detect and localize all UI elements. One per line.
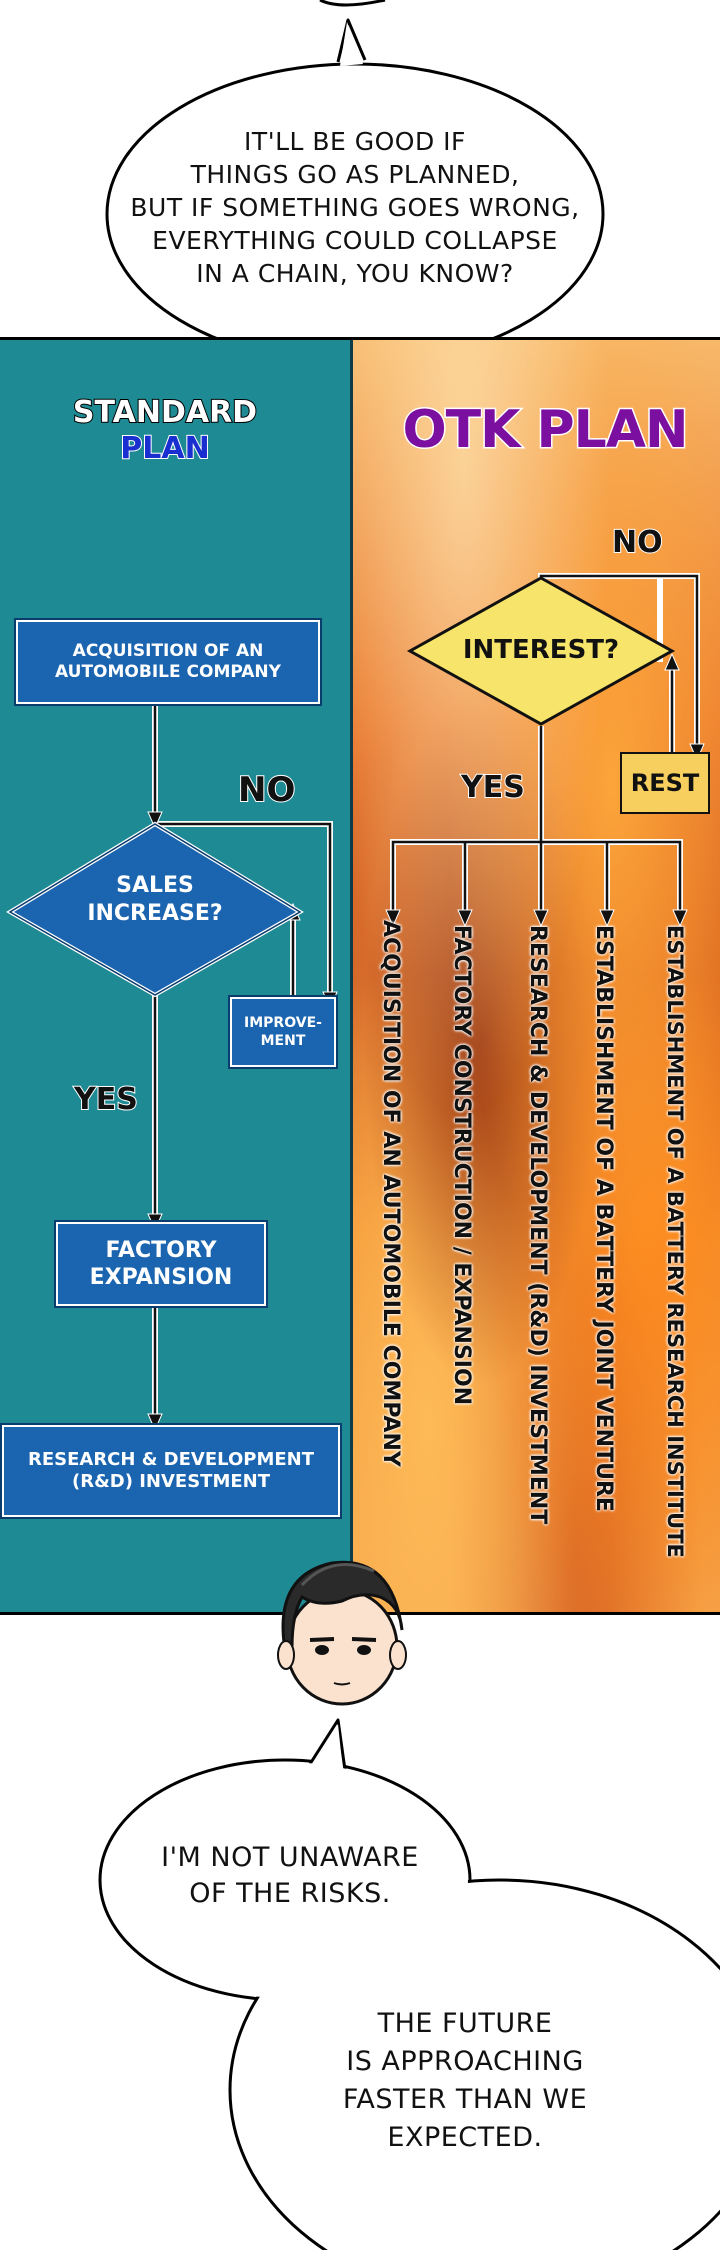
bottom-bubble-line: EXPECTED.	[387, 2122, 543, 2153]
factory-expansion-label: FACTORY EXPANSION	[89, 1238, 233, 1290]
standard-no-label: NO	[237, 769, 296, 811]
standard-title-line1: STANDARD	[72, 394, 258, 431]
bottom-bubble-shape	[98, 1718, 720, 2250]
top-bubble-line: IN A CHAIN, YOU KNOW?	[196, 259, 514, 288]
rnd-investment-box: RESEARCH & DEVELOPMENT (R&D) INVESTMENT	[0, 1423, 342, 1519]
rest-box-label: REST	[630, 769, 700, 797]
bottom-bubble-line: THE FUTURE	[377, 2008, 553, 2039]
otk-branch-item: ACQUISITION OF AN AUTOMOBILE COMPANY	[378, 920, 403, 1467]
sales-decision-label: SALES INCREASE?	[87, 873, 223, 926]
improvement-box-label: IMPROVE- MENT	[244, 1015, 322, 1049]
rnd-investment-label: RESEARCH & DEVELOPMENT (R&D) INVESTMENT	[27, 1449, 315, 1492]
bottom-bubble-line: I'M NOT UNAWARE	[161, 1842, 419, 1873]
interest-decision-label: INTEREST?	[462, 635, 620, 665]
top-bubble-line: IT'LL BE GOOD IF	[244, 127, 466, 156]
top-bubble-line: THINGS GO AS PLANNED,	[190, 160, 520, 189]
bottom-speech-bubble: I'M NOT UNAWARE OF THE RISKS. THE FUTURE…	[0, 1700, 720, 2250]
standard-plan-title: STANDARD PLAN	[40, 394, 290, 467]
otk-branch-item: ESTABLISHMENT OF A BATTERY RESEARCH INST…	[663, 925, 687, 1558]
top-bubble-shape	[105, 0, 605, 340]
acquisition-box: ACQUISITION OF AN AUTOMOBILE COMPANY	[14, 618, 322, 706]
bottom-bubble-line: FASTER THAN WE	[342, 2084, 588, 2115]
otk-yes-label: YES	[460, 769, 526, 806]
rest-box: REST	[620, 752, 710, 814]
standard-yes-label: YES	[73, 1081, 139, 1118]
factory-expansion-box: FACTORY EXPANSION	[54, 1220, 268, 1308]
interest-decision-diamond	[406, 576, 676, 726]
standard-title-line2: PLAN	[119, 430, 210, 467]
improvement-box: IMPROVE- MENT	[228, 995, 338, 1069]
otk-plan-title: OTK PLAN	[401, 399, 690, 462]
top-bubble-line: BUT IF SOMETHING GOES WRONG,	[130, 193, 580, 222]
flowchart-connectors	[6, 573, 705, 1432]
bottom-bubble-line: OF THE RISKS.	[189, 1878, 391, 1909]
otk-branch-item: FACTORY CONSTRUCTION / EXPANSION	[449, 925, 474, 1406]
bottom-bubble-line: IS APPROACHING	[346, 2046, 584, 2077]
character-face-avatar	[277, 1560, 407, 1706]
otk-plan-panel	[350, 340, 720, 1612]
top-bubble-line: EVERYTHING COULD COLLAPSE	[152, 226, 558, 255]
acquisition-box-label: ACQUISITION OF AN AUTOMOBILE COMPANY	[55, 641, 281, 682]
otk-branch-item: RESEARCH & DEVELOPMENT (R&D) INVESTMENT	[525, 925, 550, 1525]
top-speech-bubble: IT'LL BE GOOD IF THINGS GO AS PLANNED, B…	[0, 0, 720, 340]
otk-no-label: NO	[611, 524, 664, 561]
otk-branch-item: ESTABLISHMENT OF A BATTERY JOINT VENTURE	[591, 925, 616, 1512]
